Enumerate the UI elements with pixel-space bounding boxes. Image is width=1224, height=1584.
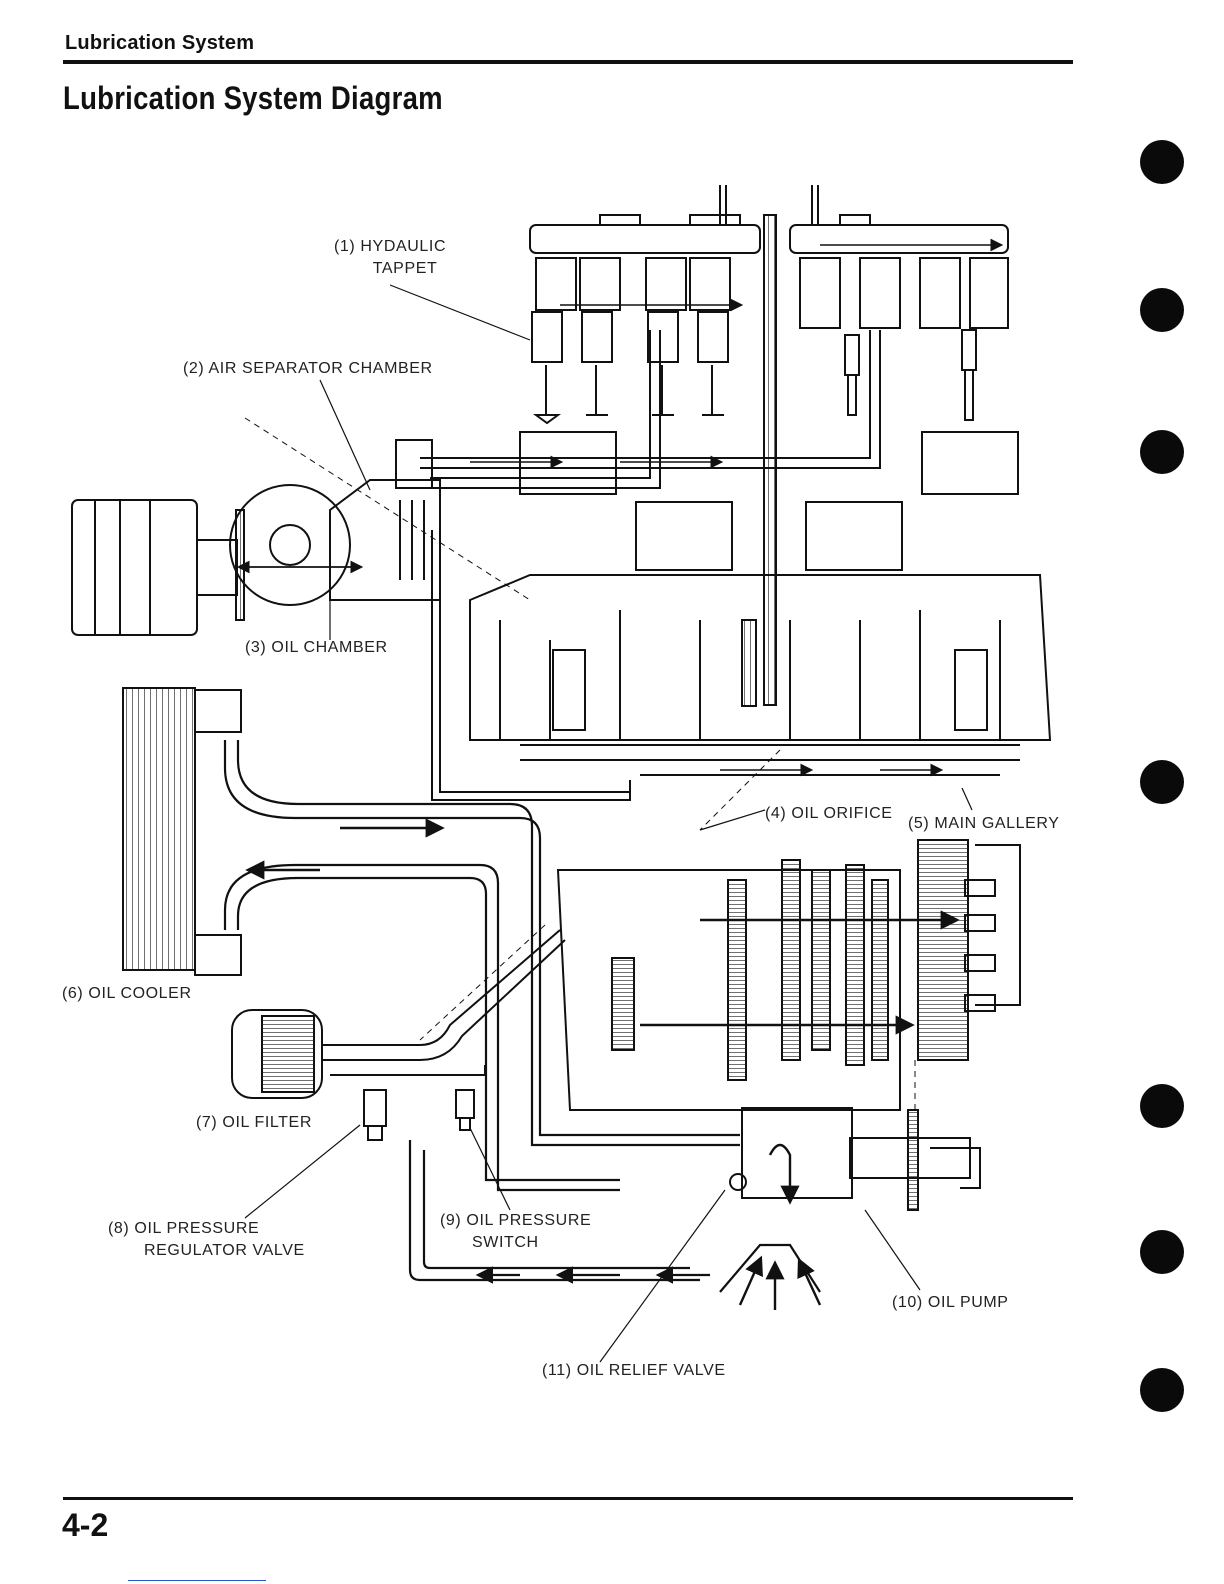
- crankcase: [470, 432, 1050, 775]
- callout-main-gallery: (5) MAIN GALLERY: [908, 813, 1060, 835]
- binder-hole: [1140, 430, 1184, 474]
- binder-hole: [1140, 1084, 1184, 1128]
- binder-hole: [1140, 1230, 1184, 1274]
- binder-hole: [1140, 288, 1184, 332]
- oil-pump: [410, 1108, 980, 1310]
- callout-oil-pressure-regulator-valve: (8) OIL PRESSURE REGULATOR VALVE: [108, 1218, 305, 1262]
- oil-pressure-switch: [456, 1090, 474, 1130]
- binder-hole: [1140, 140, 1184, 184]
- scan-underline: [128, 1580, 266, 1581]
- hydraulic-tappet-group: [532, 258, 730, 362]
- callout-oil-relief-valve: (11) OIL RELIEF VALVE: [542, 1360, 726, 1382]
- head-oil-lines: [420, 330, 880, 488]
- callout-oil-filter: (7) OIL FILTER: [196, 1112, 312, 1134]
- callout-oil-pressure-switch: (9) OIL PRESSURE SWITCH: [440, 1210, 591, 1254]
- callout-hydraulic-tappet: (1) HYDAULIC TAPPET: [334, 236, 446, 280]
- footer-rule: [63, 1497, 1073, 1500]
- callout-air-separator-chamber: (2) AIR SEPARATOR CHAMBER: [183, 358, 433, 380]
- page-number: 4-2: [62, 1507, 108, 1544]
- callout-oil-orifice: (4) OIL ORIFICE: [765, 803, 893, 825]
- alternator: [72, 485, 360, 635]
- oil-filter: [232, 930, 565, 1098]
- callout-oil-cooler: (6) OIL COOLER: [62, 983, 192, 1005]
- transmission: [558, 840, 1020, 1110]
- callout-oil-chamber: (3) OIL CHAMBER: [245, 637, 388, 659]
- oil-pressure-regulator-valve: [364, 1090, 386, 1140]
- binder-hole: [1140, 1368, 1184, 1412]
- binder-hole: [1140, 760, 1184, 804]
- callout-oil-pump: (10) OIL PUMP: [892, 1292, 1009, 1314]
